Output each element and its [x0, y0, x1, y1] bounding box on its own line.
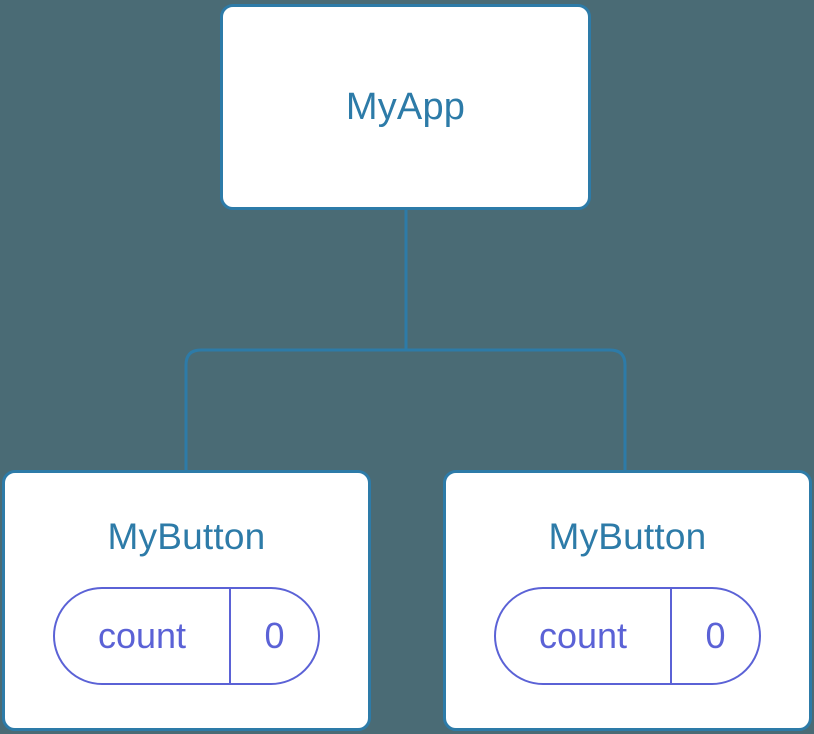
state-value-2: 0 [705, 615, 726, 656]
state-pill-2[interactable]: count 0 [494, 587, 761, 685]
node-mybutton-2[interactable]: MyButton count 0 [443, 470, 812, 731]
state-key-2: count [496, 589, 672, 683]
node-myapp-label: MyApp [345, 86, 466, 128]
node-mybutton-2-label: MyButton [548, 516, 707, 557]
state-pill-1[interactable]: count 0 [53, 587, 320, 685]
edge-to-child-left [184, 348, 406, 470]
state-value-1: 0 [264, 615, 285, 656]
edge-to-child-right [406, 348, 627, 470]
node-mybutton-1-label: MyButton [107, 516, 266, 557]
state-key-1: count [55, 589, 231, 683]
node-mybutton-1[interactable]: MyButton count 0 [2, 470, 371, 731]
node-myapp[interactable]: MyApp [220, 4, 591, 210]
